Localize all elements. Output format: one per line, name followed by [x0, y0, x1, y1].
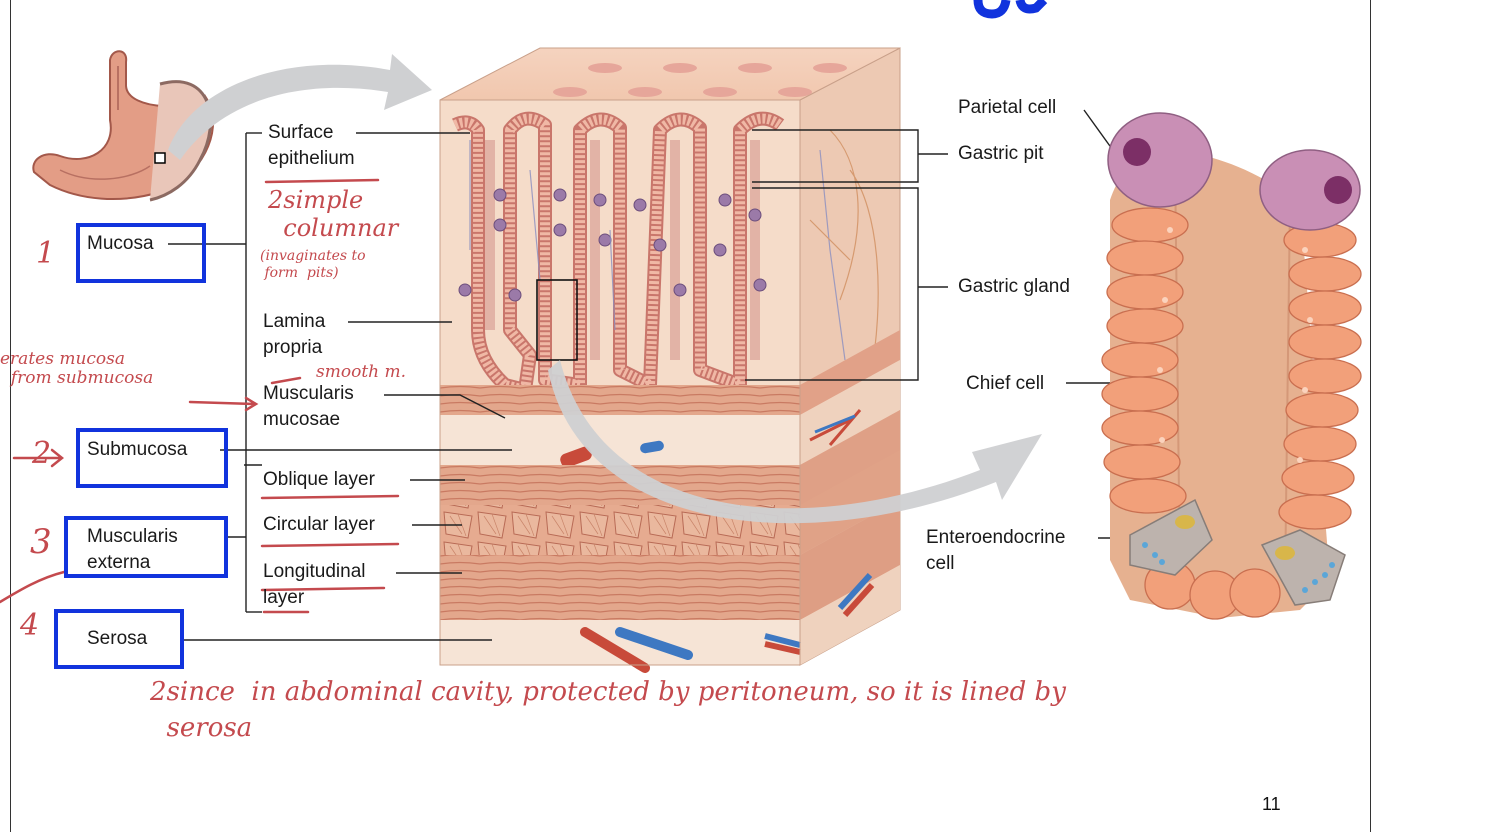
slide-right-border [1370, 0, 1371, 832]
gastric-gland-detail [1101, 112, 1362, 620]
label-lamina-propria: Lamina propria [263, 311, 326, 358]
page-number: 11 [1262, 794, 1281, 814]
label-mucosa: Mucosa [87, 233, 154, 254]
handwritten-serosa-note: 2since in abdominal cavity, protected by… [150, 677, 1066, 743]
submucosa-box [76, 428, 228, 488]
handwritten-number-2: 2 [32, 436, 52, 471]
label-muscularis-mucosae: Muscularis mucosae [263, 383, 354, 430]
handwritten-smooth-m: smooth m. [316, 362, 407, 382]
handwritten-simple-columnar: 2simple columnar [268, 186, 399, 242]
label-enteroendocrine-cell: Enteroendocrine cell [926, 527, 1066, 574]
label-serosa: Serosa [87, 628, 148, 649]
slide-left-border [10, 0, 11, 832]
label-oblique-layer: Oblique layer [263, 469, 375, 490]
handwritten-number-3: 3 [30, 522, 52, 562]
muscularis-externa-box [64, 516, 228, 578]
blood-vessels-submucosa [560, 409, 862, 468]
handwritten-number-4: 4 [20, 608, 40, 643]
mucosa-box [76, 223, 206, 283]
label-circular-layer: Circular layer [263, 514, 375, 535]
label-parietal-cell: Parietal cell [958, 97, 1057, 118]
label-chief-cell: Chief cell [966, 373, 1045, 394]
curved-arrow-top [168, 54, 432, 160]
handwritten-invaginates: (invaginates to form pits) [260, 248, 366, 281]
blood-vessels-serosa [580, 572, 875, 673]
label-muscularis-externa: Muscularis externa [87, 526, 178, 573]
label-gastric-pit: Gastric pit [958, 143, 1044, 164]
handwritten-separates: erates mucosa from submucosa [0, 349, 154, 388]
serosa-box [54, 609, 184, 669]
handwritten-number-1: 1 [36, 236, 56, 271]
label-gastric-gland: Gastric gland [958, 276, 1070, 297]
label-surface-epithelium: Surface epithelium [268, 122, 355, 169]
label-longitudinal-layer: Longitudinal layer [263, 561, 366, 608]
label-submucosa: Submucosa [87, 439, 188, 460]
title-fragment [973, 0, 1048, 19]
